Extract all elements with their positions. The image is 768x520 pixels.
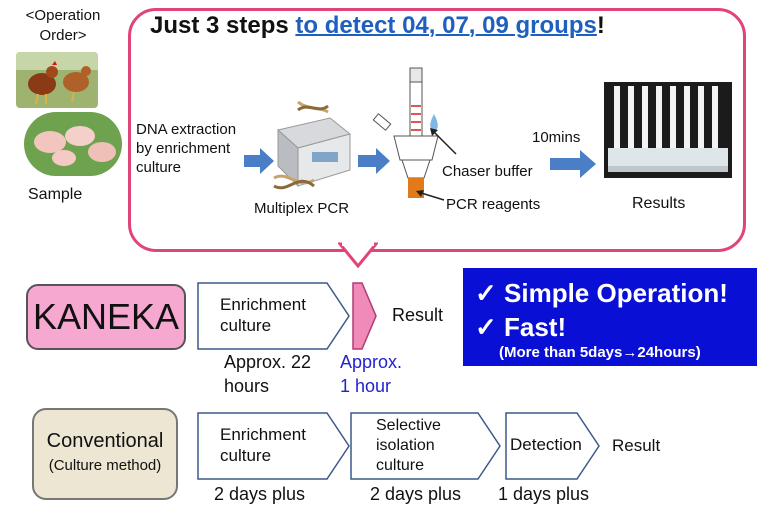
results-label: Results xyxy=(632,195,686,212)
dna-extraction-label: DNA extraction by enrichment culture xyxy=(136,121,237,176)
multiplex-pcr-label: Multiplex PCR xyxy=(254,200,350,217)
kaneka-label: KANEKA xyxy=(32,296,180,337)
conventional-label: Conventional xyxy=(46,430,164,452)
pointer-line xyxy=(416,190,445,201)
conv-result-label: Result xyxy=(612,436,661,455)
conv-selective-arrow xyxy=(350,412,501,480)
pcr-machine-icon xyxy=(273,100,352,190)
conv-stage3-time: 1 days plus xyxy=(498,484,590,504)
kaneka-enrichment-arrow xyxy=(197,282,350,350)
chicken-photo xyxy=(16,52,98,108)
kaneka-stage1-label: Enrichment culture xyxy=(220,295,306,335)
arrow-right-icon xyxy=(550,150,596,178)
chaser-buffer-label: Chaser buffer xyxy=(442,163,533,180)
arrow-right-icon xyxy=(358,148,390,174)
conv-stage1-time: 2 days plus xyxy=(214,484,306,504)
kaneka-label-box: KANEKA xyxy=(26,284,186,350)
ten-mins-label: 10mins xyxy=(532,129,581,146)
kaneka-stage2-time: Approx. 1 hour xyxy=(340,352,403,396)
conv-stage3-label: Detection xyxy=(510,435,582,454)
pcr-reagents-label: PCR reagents xyxy=(446,196,541,213)
benefits-box: ✓ Simple Operation! ✓ Fast! (More than 5… xyxy=(463,268,757,366)
sample-label: Sample xyxy=(28,186,83,203)
title-prefix: Just 3 steps xyxy=(150,12,296,39)
operation-order-label: <Operation Order> xyxy=(25,7,101,44)
conv-stage2-time: 2 days plus xyxy=(370,484,462,504)
conv-detection-arrow xyxy=(505,412,600,480)
title-suffix: ! xyxy=(596,12,605,39)
results-strips-photo xyxy=(604,82,732,178)
conv-stage2-label: Selective isolation culture xyxy=(376,417,441,474)
conv-stage1-label: Enrichment culture xyxy=(220,425,306,465)
test-device-icon xyxy=(372,67,439,198)
steps-title: Just 3 steps to detect 04, 07, 09 groups… xyxy=(150,12,605,40)
benefit-time-comparison: (More than 5days→24hours) xyxy=(499,344,701,361)
kaneka-result-label: Result xyxy=(392,305,444,325)
kaneka-stage1-time: Approx. 22 hours xyxy=(224,352,312,396)
benefit-simple-operation: ✓ Simple Operation! xyxy=(475,278,728,308)
conventional-sublabel: (Culture method) xyxy=(48,457,162,474)
conv-enrichment-arrow xyxy=(197,412,350,480)
title-highlight: to detect 04, 07, 09 groups xyxy=(295,12,597,39)
kaneka-pcr-arrow xyxy=(352,282,377,350)
pointer-line xyxy=(430,128,457,155)
arrow-right-icon xyxy=(244,148,274,174)
conventional-label-box: Conventional (Culture method) xyxy=(32,408,178,500)
pig-photo xyxy=(24,112,122,176)
benefit-fast: ✓ Fast! xyxy=(475,312,567,342)
bubble-pointer xyxy=(338,242,378,268)
